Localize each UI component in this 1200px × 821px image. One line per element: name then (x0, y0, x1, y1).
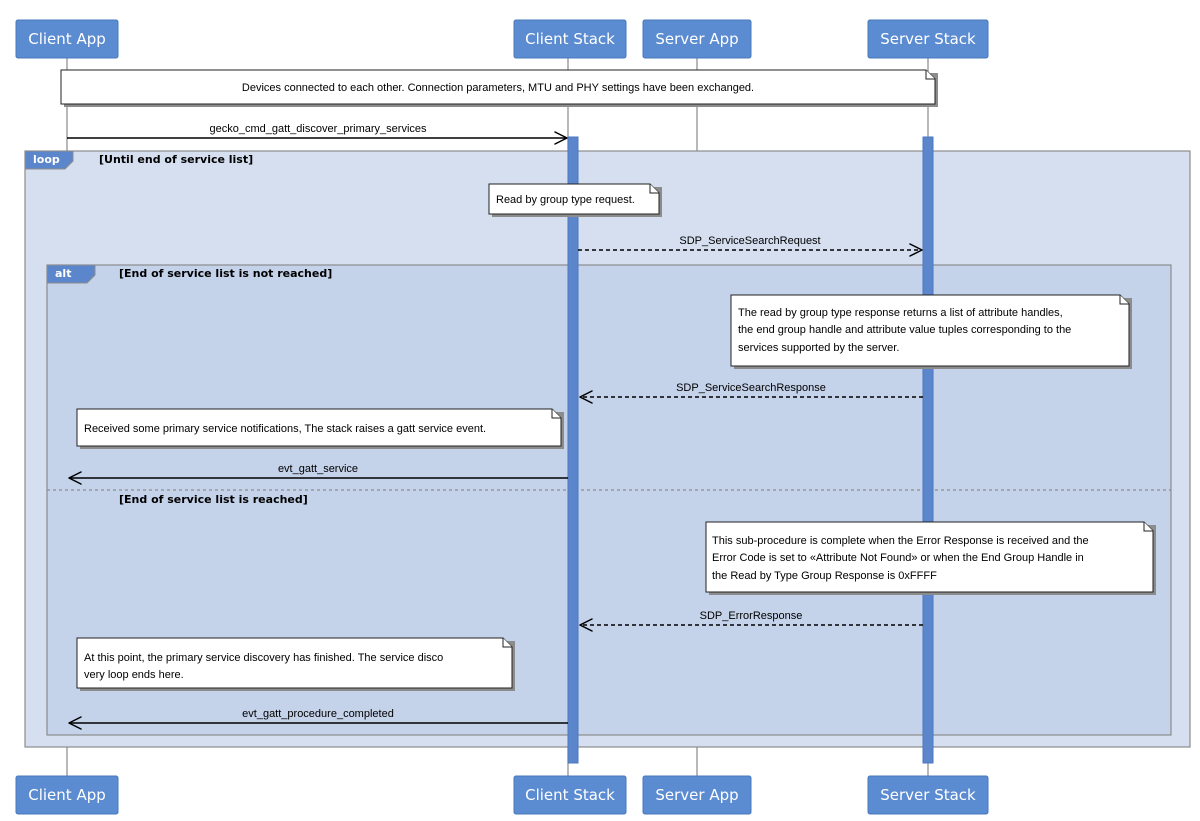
note-text-line-2: very loop ends here. (84, 669, 184, 681)
message-search-response: SDP_ServiceSearchResponse (579, 382, 923, 404)
note-text-line-3: the Read by Type Group Response is 0xFFF… (712, 570, 937, 582)
participant-label: Client App (28, 30, 106, 48)
alt-tag (46, 264, 96, 284)
note-response-info: The read by group type response returns … (730, 294, 1132, 369)
alt-guard-not-reached: [End of service list is not reached] (119, 267, 332, 280)
activation-server-stack (922, 136, 934, 764)
note-text-line-1: The read by group type response returns … (738, 307, 1063, 319)
loop-guard: [Until end of service list] (99, 153, 253, 166)
loop-tag-label: loop (33, 153, 60, 166)
note-received-notifications: Received some primary service notificati… (76, 408, 564, 449)
note-complete-condition: This sub-procedure is complete when the … (705, 521, 1156, 595)
participant-server-app-top: Server App (642, 19, 752, 59)
participant-label: Server Stack (880, 786, 976, 804)
participant-server-stack-top: Server Stack (867, 19, 989, 59)
note-text-line-2: the end group handle and attribute value… (738, 324, 1071, 336)
note-text-line-1: At this point, the primary service disco… (84, 652, 443, 664)
note-text-line-3: services supported by the server. (738, 342, 899, 354)
participant-client-stack-top: Client Stack (513, 19, 627, 59)
note-connected: Devices connected to each other. Connect… (60, 69, 938, 107)
message-label: evt_gatt_procedure_completed (242, 708, 394, 720)
participant-label: Server Stack (880, 30, 976, 48)
participant-label: Server App (655, 30, 738, 48)
note-read-by-group: Read by group type request. (488, 183, 662, 217)
note-text: Read by group type request. (496, 194, 635, 206)
message-label: SDP_ServiceSearchResponse (676, 382, 826, 394)
participant-server-stack-bottom: Server Stack (867, 775, 989, 815)
alt-guard-reached: [End of service list is reached] (119, 493, 308, 506)
message-error-response: SDP_ErrorResponse (579, 610, 923, 632)
alt-tag-label: alt (55, 267, 71, 280)
message-label: gecko_cmd_gatt_discover_primary_services (209, 123, 427, 135)
participant-server-app-bottom: Server App (642, 775, 752, 815)
message-label: SDP_ErrorResponse (700, 610, 803, 622)
message-discover-primary-services: gecko_cmd_gatt_discover_primary_services (67, 123, 568, 145)
message-label: SDP_ServiceSearchRequest (679, 235, 820, 247)
participant-label: Client App (28, 786, 106, 804)
note-text-line-2: Error Code is set to «Attribute Not Foun… (712, 552, 1084, 564)
message-evt-gatt-procedure-completed: evt_gatt_procedure_completed (68, 708, 568, 730)
note-text: Received some primary service notificati… (84, 423, 486, 435)
loop-tag (24, 150, 74, 170)
note-text: Devices connected to each other. Connect… (242, 82, 754, 94)
participant-label: Client Stack (525, 786, 615, 804)
participant-client-stack-bottom: Client Stack (513, 775, 627, 815)
activation-client-stack (567, 136, 579, 764)
participant-label: Client Stack (525, 30, 615, 48)
message-label: evt_gatt_service (278, 463, 358, 475)
note-finished: At this point, the primary service disco… (76, 637, 515, 691)
participant-client-app-bottom: Client App (15, 775, 119, 815)
participant-client-app-top: Client App (15, 19, 119, 59)
message-evt-gatt-service: evt_gatt_service (68, 463, 568, 485)
message-search-request: SDP_ServiceSearchRequest (578, 235, 923, 257)
note-text-line-1: This sub-procedure is complete when the … (712, 535, 1089, 547)
participant-label: Server App (655, 786, 738, 804)
